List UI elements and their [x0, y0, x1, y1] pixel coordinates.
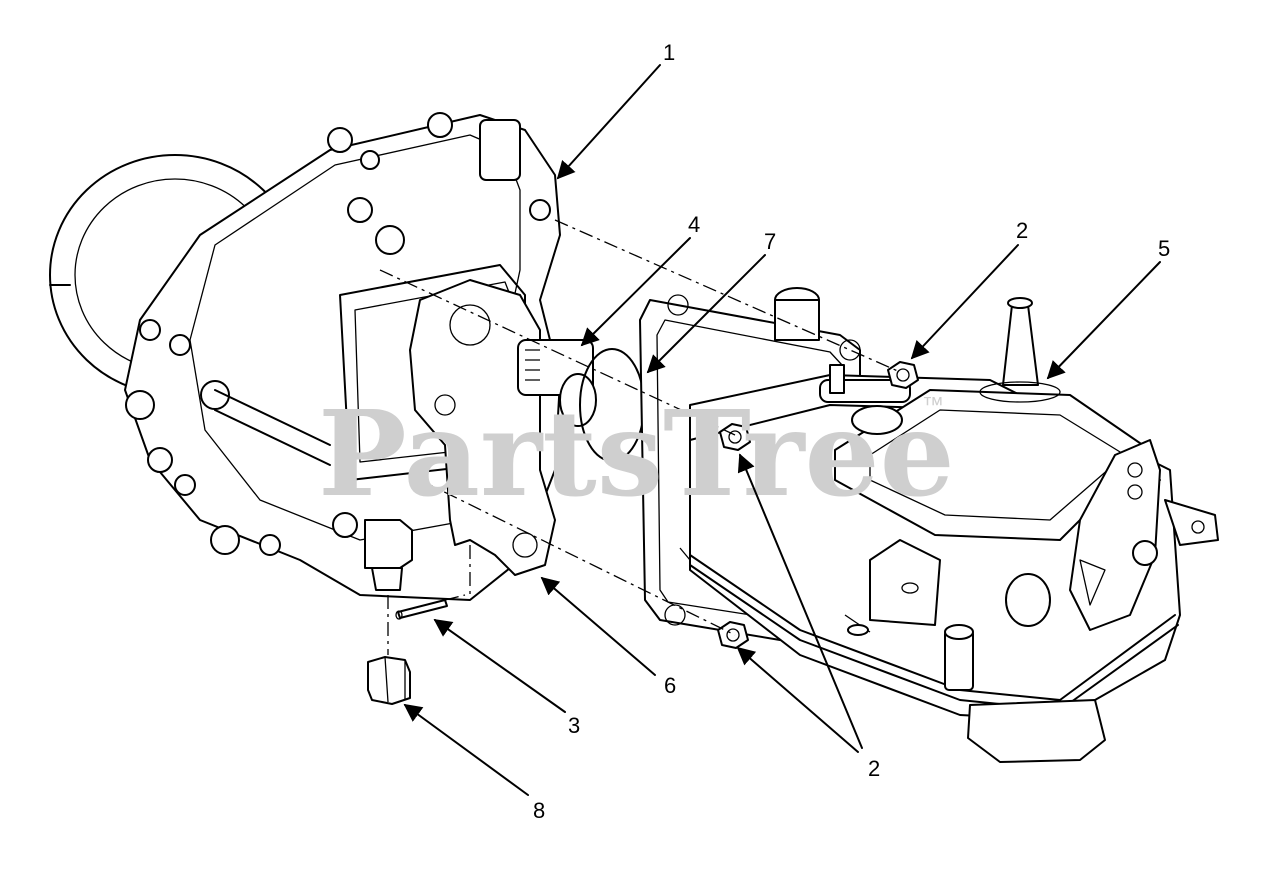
- watermark-text: PartsTree: [318, 384, 955, 523]
- watermark-trademark: ™: [922, 392, 944, 417]
- callout-2-top-label: 2: [1016, 218, 1028, 243]
- callout-7-label: 7: [764, 229, 776, 254]
- callout-5-label: 5: [1158, 236, 1170, 261]
- callout-1-label: 1: [663, 40, 675, 65]
- callout-8-label: 8: [533, 798, 545, 823]
- callouts: 1 2 2 3 4 5 6 7 8: [403, 40, 1170, 823]
- callout-6-label: 6: [664, 673, 676, 698]
- pump-housing: [639, 287, 1219, 763]
- callout-2-bottom-label: 2: [868, 756, 880, 781]
- gear: [517, 339, 597, 427]
- assembly-lines: [379, 219, 901, 636]
- callout-3-label: 3: [568, 713, 580, 738]
- watermark: PartsTree ™: [318, 384, 955, 523]
- cap-nut: [367, 595, 411, 705]
- dowel-pin: [395, 599, 448, 620]
- callout-4-label: 4: [688, 212, 700, 237]
- nuts: [717, 361, 919, 649]
